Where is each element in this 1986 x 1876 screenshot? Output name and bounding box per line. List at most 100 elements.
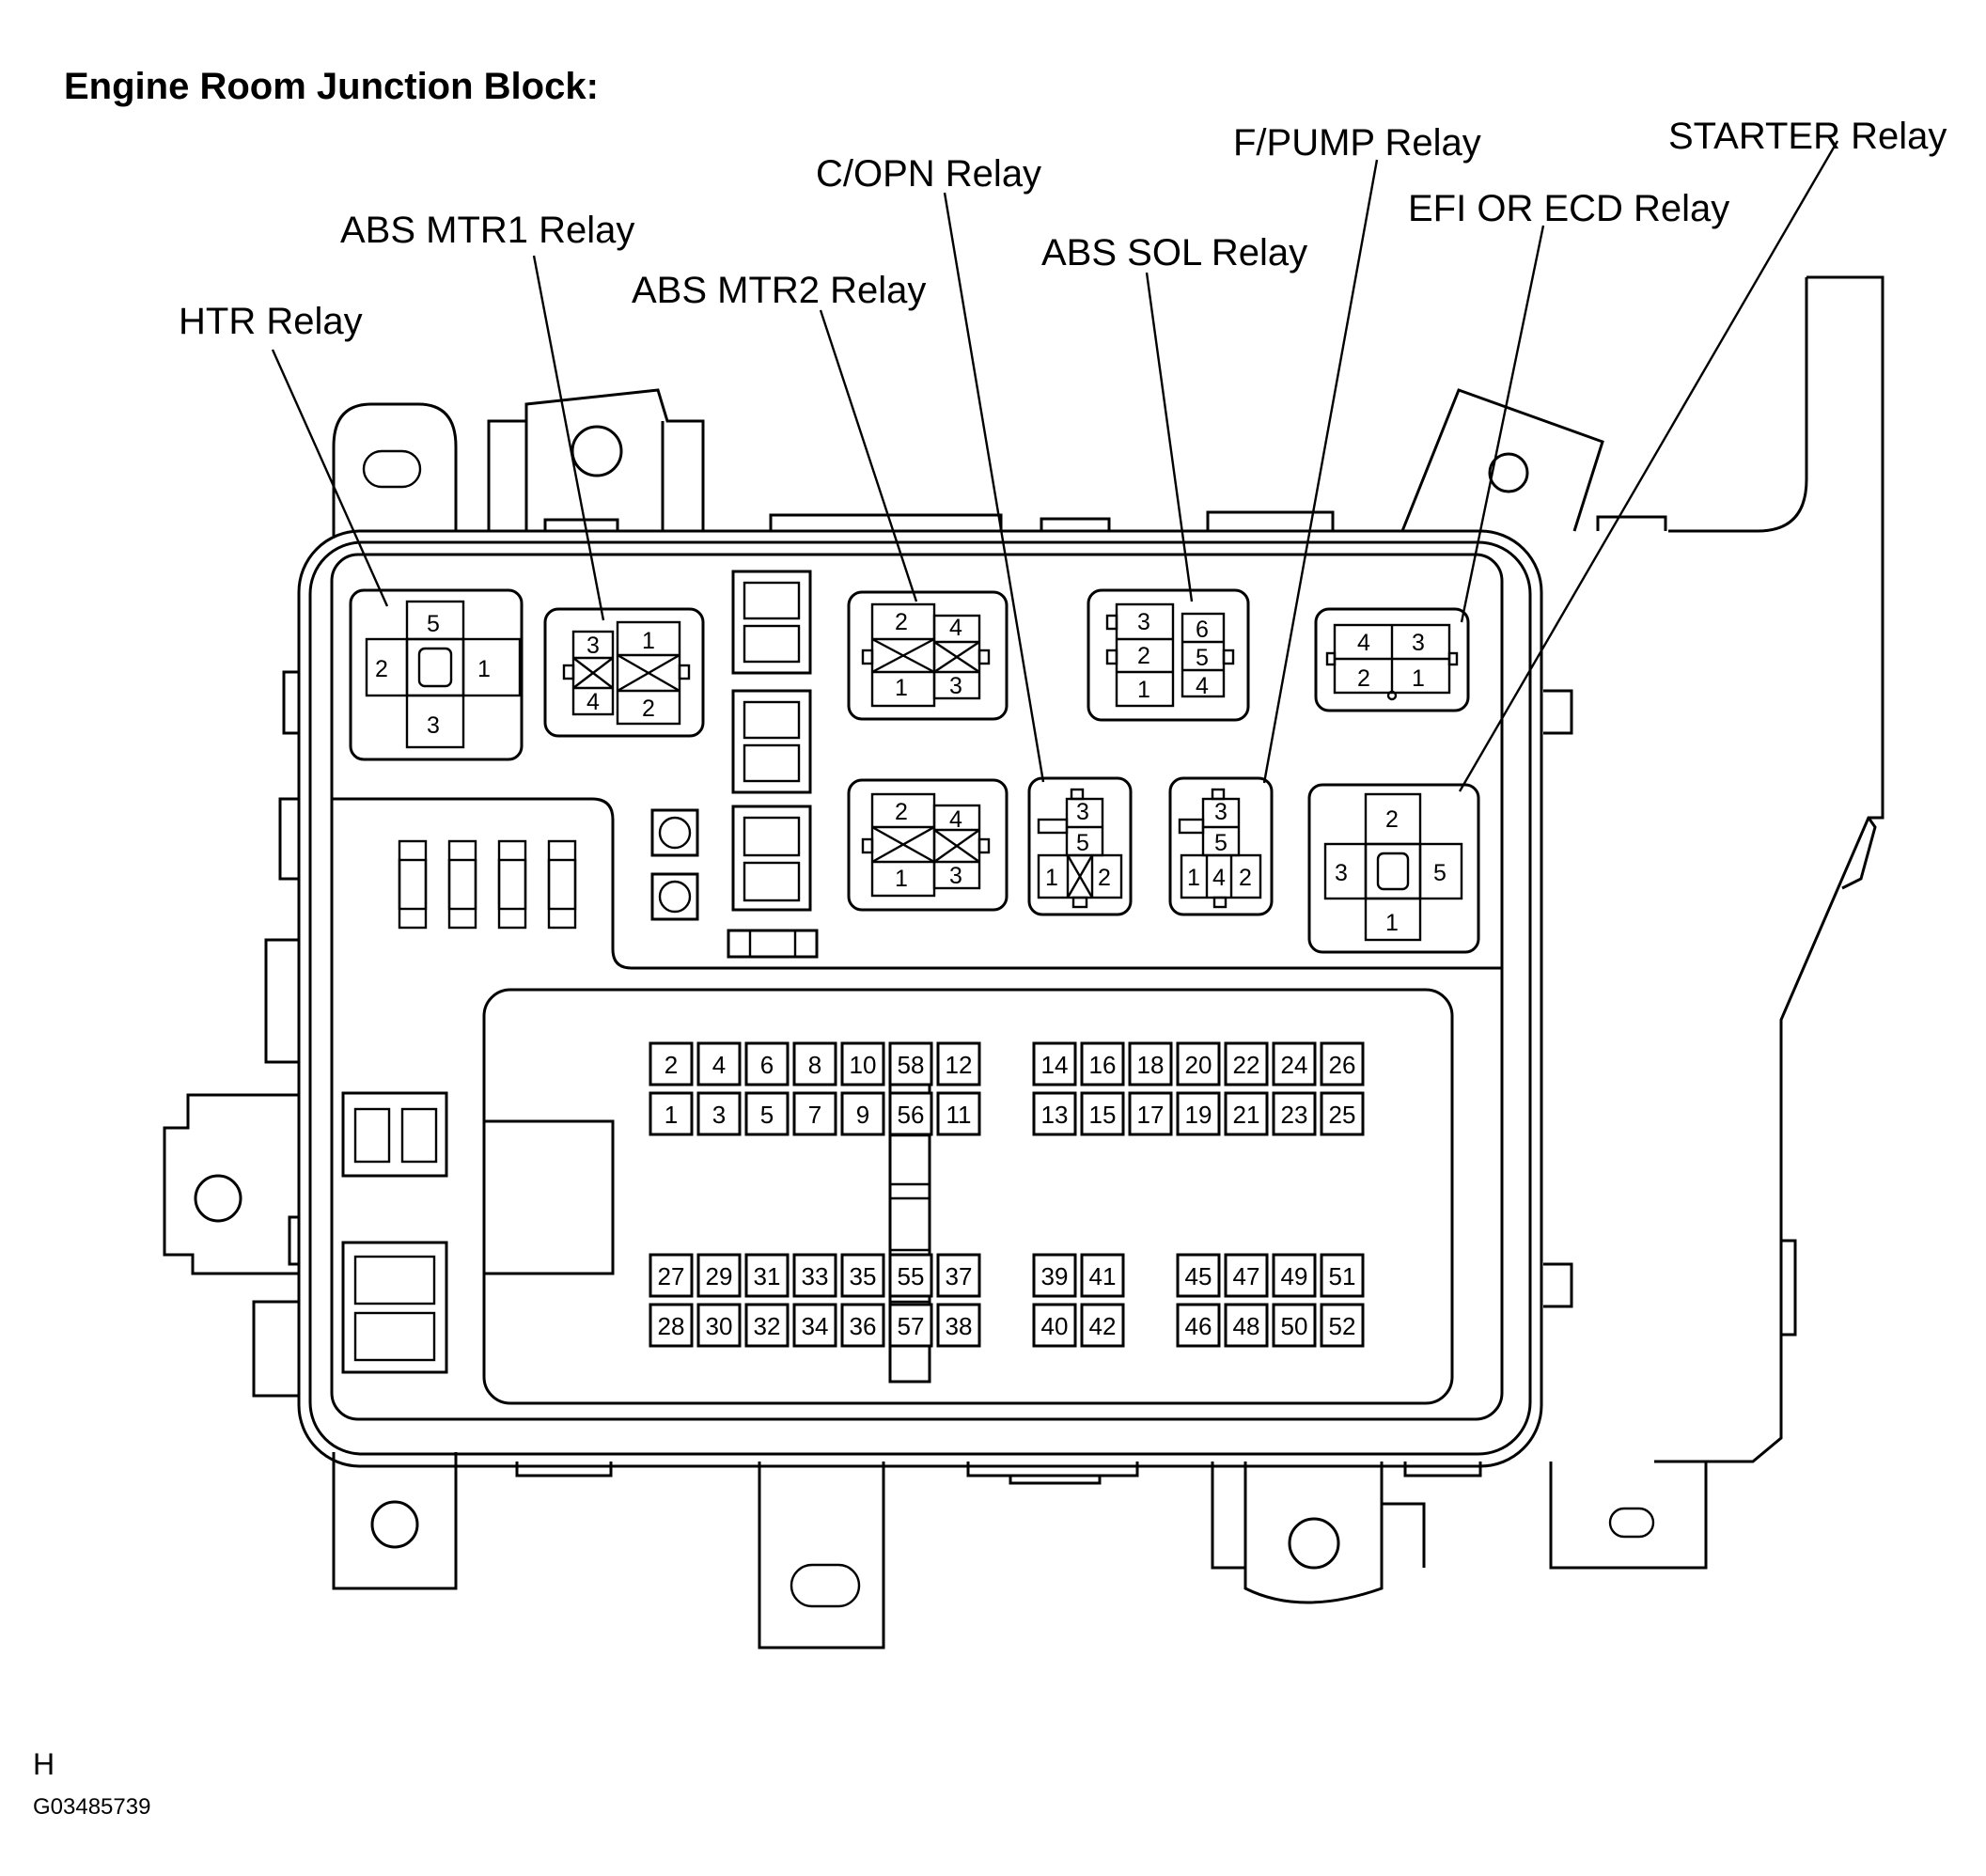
efi-pin-1: 1 [1412, 665, 1425, 692]
fuse-number-22: 22 [1233, 1051, 1260, 1079]
fuse-number-51: 51 [1329, 1262, 1356, 1290]
fuse-number-13: 13 [1041, 1101, 1069, 1129]
fuse-number-32: 32 [754, 1312, 781, 1340]
fuse-slot [744, 1253, 790, 1298]
fuse-number-23: 23 [1281, 1101, 1308, 1129]
htr-pin-2: 2 [375, 656, 388, 682]
fuse-number-34: 34 [802, 1312, 829, 1340]
htr-pin-3: 3 [427, 712, 440, 739]
c-opn-relay: 3 5 1 2 [1027, 776, 1133, 916]
fuse-number-38: 38 [946, 1312, 973, 1340]
c-opn-relay-label: C/OPN Relay [816, 153, 1041, 195]
callout-labels: HTR Relay ABS MTR1 Relay ABS MTR2 Relay … [179, 116, 1947, 342]
fuse-slot [840, 1303, 885, 1348]
bracket-outline [163, 275, 1884, 1649]
c-opn-pin-5: 5 [1076, 830, 1089, 856]
fuse-slot [1176, 1253, 1221, 1298]
unlabeled-relay-pin-4: 4 [949, 806, 962, 833]
fuse-slot [1320, 1303, 1365, 1348]
fuse-number-20: 20 [1185, 1051, 1212, 1079]
c-opn-pin-3: 3 [1076, 799, 1089, 825]
fuse-number-37: 37 [946, 1262, 973, 1290]
fuse-number-30: 30 [706, 1312, 733, 1340]
fuse-slot [1032, 1091, 1077, 1136]
fuse-number-19: 19 [1185, 1101, 1212, 1129]
f-pump-pin-4: 4 [1212, 865, 1226, 891]
fuse-slot [792, 1303, 837, 1348]
fuse-number-47: 47 [1233, 1262, 1260, 1290]
fuse-number-11: 11 [946, 1101, 972, 1129]
fuse-slot [649, 1091, 694, 1136]
efi-pin-3: 3 [1412, 630, 1425, 656]
abs-mtr1-pin-3: 3 [586, 633, 600, 659]
f-pump-relay-label: F/PUMP Relay [1233, 122, 1481, 164]
fuse-slot [1080, 1041, 1125, 1087]
fuse-slot [888, 1041, 933, 1087]
fuse-number-40: 40 [1041, 1312, 1069, 1340]
fuse-slot [1224, 1041, 1269, 1087]
f-pump-pin-1: 1 [1187, 865, 1200, 891]
fuse-panel [482, 988, 1454, 1405]
abs-mtr1-relay-label: ABS MTR1 Relay [340, 210, 634, 251]
fuse-number-36: 36 [850, 1312, 877, 1340]
fuse-slot [1032, 1253, 1077, 1298]
fuse-slot [792, 1253, 837, 1298]
fuse-number-46: 46 [1185, 1312, 1212, 1340]
abs-sol-pin-1: 1 [1137, 677, 1150, 703]
fuse-slot [696, 1253, 742, 1298]
fuse-slot [1176, 1091, 1221, 1136]
fuse-slot [936, 1303, 981, 1348]
abs-sol-relay: 3 6 2 5 1 4 [1087, 588, 1250, 722]
abs-mtr1-relay: 3 1 4 2 [543, 607, 705, 738]
fuse-number-8: 8 [808, 1051, 821, 1079]
abs-sol-pin-6: 6 [1196, 617, 1209, 643]
unlabeled-relay-pin-3: 3 [949, 863, 962, 889]
fuse-slot [888, 1253, 933, 1298]
fuse-number-57: 57 [898, 1312, 925, 1340]
unlabeled-relay-pin-2: 2 [895, 799, 908, 825]
abs-mtr2-pin-1: 1 [895, 675, 908, 701]
fuse-slot [1272, 1253, 1317, 1298]
fuse-number-27: 27 [658, 1262, 685, 1290]
efi-ecd-relay-label: EFI OR ECD Relay [1408, 188, 1729, 229]
fuse-slot [696, 1041, 742, 1087]
fuse-number-10: 10 [850, 1051, 877, 1079]
fuse-number-48: 48 [1233, 1312, 1260, 1340]
fuse-slot [792, 1091, 837, 1136]
starter-pin-1: 1 [1385, 910, 1399, 936]
left-fuse-blocks [341, 1091, 448, 1374]
fuse-number-15: 15 [1089, 1101, 1117, 1129]
abs-mtr2-pin-4: 4 [949, 615, 962, 641]
starter-relay: 2 3 5 1 [1307, 783, 1480, 954]
abs-sol-pin-2: 2 [1137, 643, 1150, 669]
abs-mtr2-relay: 2 4 1 3 [847, 590, 1009, 721]
fuse-slot [649, 1253, 694, 1298]
fuse-slot [649, 1303, 694, 1348]
unlabeled-relay-pin-1: 1 [895, 866, 908, 892]
abs-sol-pin-3: 3 [1137, 609, 1150, 635]
diagram-title: Engine Room Junction Block: [64, 66, 599, 107]
fuse-slot [936, 1253, 981, 1298]
fuse-slot [696, 1303, 742, 1348]
fuse-slot [1176, 1303, 1221, 1348]
fuse-number-2: 2 [665, 1051, 678, 1079]
fuse-number-9: 9 [856, 1101, 869, 1129]
abs-sol-pin-4: 4 [1196, 673, 1209, 699]
fuse-slot [1032, 1041, 1077, 1087]
fuse-number-52: 52 [1329, 1312, 1356, 1340]
fuse-slot [888, 1303, 933, 1348]
fuse-number-35: 35 [850, 1262, 877, 1290]
fuse-slot [744, 1303, 790, 1348]
fuse-number-12: 12 [946, 1051, 973, 1079]
fuse-number-7: 7 [808, 1101, 821, 1129]
c-opn-pin-1: 1 [1045, 865, 1058, 891]
fuse-slot [1320, 1041, 1365, 1087]
fuse-slot [744, 1041, 790, 1087]
fuse-number-50: 50 [1281, 1312, 1308, 1340]
f-pump-pin-5: 5 [1214, 830, 1228, 856]
fuse-slot [1272, 1041, 1317, 1087]
abs-mtr1-pin-2: 2 [642, 696, 655, 722]
efi-ecd-relay: 4 3 2 1 [1314, 607, 1470, 712]
fuse-slot [1320, 1091, 1365, 1136]
